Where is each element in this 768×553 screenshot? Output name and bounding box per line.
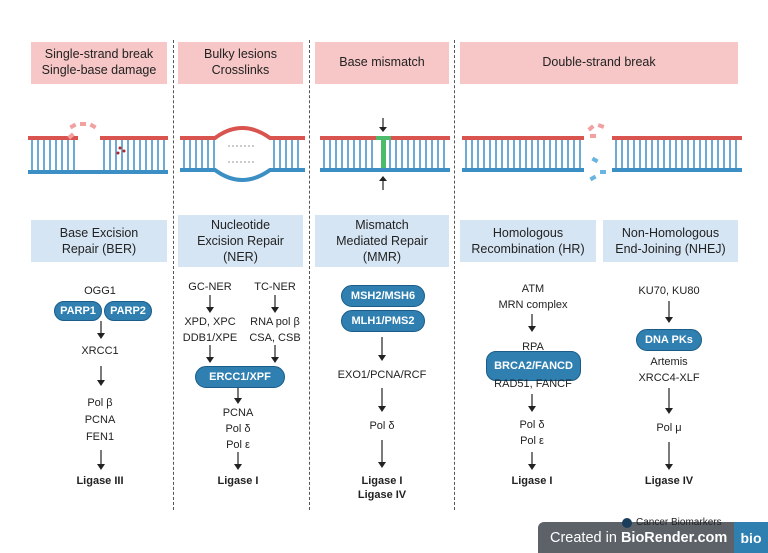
nhej-ku: KU70, KU80 bbox=[638, 285, 700, 297]
arrow-icon bbox=[665, 442, 673, 470]
ner-ligase: Ligase I bbox=[217, 475, 259, 487]
ber-parp1-pill: PARP1 bbox=[54, 301, 102, 321]
arrow-icon bbox=[528, 394, 536, 412]
hr-brca-pill: BRCA2/FANCD bbox=[486, 351, 581, 381]
mmr-pol: Pol δ bbox=[369, 420, 395, 432]
dna-bulky-illustration bbox=[180, 126, 305, 182]
ner-tc-label: TC-NER bbox=[254, 281, 296, 293]
arrow-icon bbox=[97, 321, 105, 339]
arrow-icon bbox=[528, 452, 536, 470]
nhej-ligase: Ligase IV bbox=[644, 475, 694, 487]
mmr-mlh-pill: MLH1/PMS2 bbox=[341, 310, 425, 332]
ber-fen1: FEN1 bbox=[85, 431, 115, 443]
arrow-icon bbox=[234, 452, 242, 470]
biorender-badge[interactable]: Created in BioRender.com bio bbox=[538, 522, 768, 553]
arrow-icon bbox=[665, 301, 673, 323]
ber-xrcc1: XRCC1 bbox=[81, 345, 119, 357]
ber-pol-beta: Pol β bbox=[87, 397, 113, 409]
arrow-icon bbox=[206, 345, 214, 363]
nhej-pol: Pol μ bbox=[656, 422, 682, 434]
dna-mismatch-illustration bbox=[320, 118, 450, 190]
mmr-msh-pill: MSH2/MSH6 bbox=[341, 285, 425, 307]
ber-pcna: PCNA bbox=[84, 414, 116, 426]
arrow-icon bbox=[528, 314, 536, 332]
arrow-icon bbox=[206, 295, 214, 313]
bio-logo-icon: bio bbox=[734, 522, 768, 553]
dna-dsb-illustration bbox=[462, 123, 742, 182]
damage-header-dsb: Double-strand break bbox=[460, 42, 738, 84]
ner-ercc1-pill: ERCC1/XPF bbox=[195, 366, 285, 388]
divider-2 bbox=[309, 40, 310, 510]
arrow-icon bbox=[378, 337, 386, 361]
divider-3 bbox=[454, 40, 455, 510]
dna-ssb-illustration bbox=[28, 122, 168, 174]
damage-header-mismatch: Base mismatch bbox=[315, 42, 449, 84]
hr-rpa: RPA bbox=[522, 341, 544, 353]
ber-parp2-pill: PARP2 bbox=[104, 301, 152, 321]
ber-ogg1: OGG1 bbox=[84, 285, 116, 297]
mmr-exo: EXO1/PCNA/RCF bbox=[337, 369, 427, 381]
arrow-icon bbox=[378, 388, 386, 412]
legend-label: Cancer Biomarkers bbox=[636, 517, 722, 528]
ber-ligase: Ligase III bbox=[76, 475, 124, 487]
hr-ligase: Ligase I bbox=[511, 475, 553, 487]
arrow-icon bbox=[97, 366, 105, 386]
legend-dot-icon bbox=[622, 518, 632, 528]
arrow-icon bbox=[665, 388, 673, 414]
nhej-dnapk-pill: DNA PKs bbox=[636, 329, 702, 351]
arrow-icon bbox=[378, 440, 386, 468]
arrow-icon bbox=[271, 295, 279, 313]
ner-gc-label: GC-NER bbox=[188, 281, 232, 293]
badge-text: Created in BioRender.com bbox=[550, 529, 728, 546]
arrow-icon bbox=[97, 450, 105, 470]
divider-1 bbox=[173, 40, 174, 510]
arrow-icon bbox=[271, 345, 279, 363]
arrow-icon bbox=[234, 388, 242, 404]
hr-rad51: RAD51, FANCF bbox=[494, 378, 572, 390]
